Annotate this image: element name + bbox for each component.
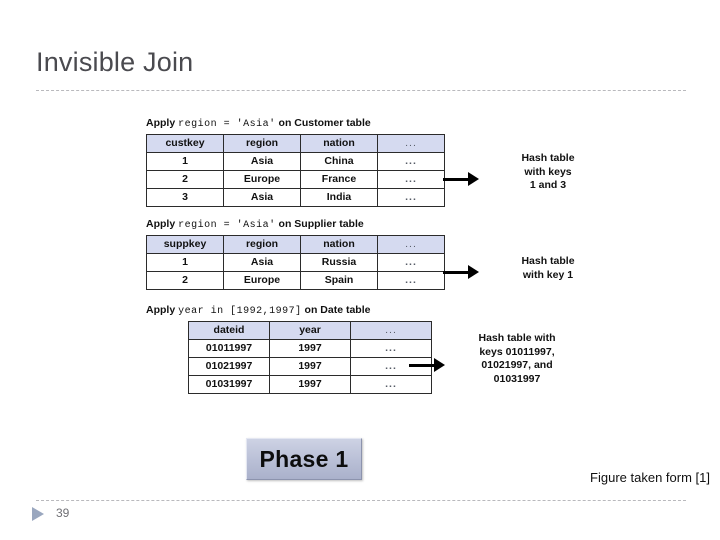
cell: 1997: [269, 375, 351, 394]
caption-prefix: Apply: [146, 304, 179, 316]
cell: 01031997: [188, 375, 270, 394]
caption-prefix: Apply: [146, 218, 179, 230]
customer-hash-arrow-icon: [443, 172, 479, 186]
footer-divider: [36, 500, 686, 501]
date-hash-annotation: Hash table with keys 01011997, 01021997,…: [478, 332, 556, 385]
table-row: 01011997 1997 ...: [188, 339, 432, 358]
column-header: ...: [377, 134, 445, 153]
customer-table-block: Apply region = 'Asia' on Customer table …: [146, 116, 445, 207]
page-title: Invisible Join: [36, 47, 194, 77]
cell: India: [300, 188, 378, 207]
customer-table: custkey region nation ... 1 Asia China .…: [146, 134, 445, 207]
table-row: 2 Europe Spain ...: [146, 271, 445, 290]
cell: ...: [377, 188, 445, 207]
phase-badge: Phase 1: [246, 438, 362, 480]
column-header: nation: [300, 235, 378, 254]
cell: Europe: [223, 271, 301, 290]
table-header-row: custkey region nation ...: [146, 134, 445, 153]
cell: 01011997: [188, 339, 270, 358]
cell: ...: [377, 253, 445, 272]
cell: Asia: [223, 188, 301, 207]
date-table-caption: Apply year in [1992,1997] on Date table: [146, 303, 432, 319]
table-row: 2 Europe France ...: [146, 170, 445, 189]
date-table: dateid year ... 01011997 1997 ... 010219…: [188, 321, 432, 394]
invisible-join-figure: Apply region = 'Asia' on Customer table …: [0, 110, 720, 420]
customer-table-caption: Apply region = 'Asia' on Customer table: [146, 116, 445, 132]
cell: France: [300, 170, 378, 189]
cell: 3: [146, 188, 224, 207]
table-header-row: dateid year ...: [188, 321, 432, 340]
column-header: ...: [377, 235, 445, 254]
cell: ...: [377, 271, 445, 290]
cell: 2: [146, 170, 224, 189]
cell: ...: [377, 152, 445, 171]
triangle-bullet-icon: [32, 507, 44, 521]
table-row: 01031997 1997 ...: [188, 375, 432, 394]
caption-predicate: year in [1992,1997]: [178, 306, 302, 317]
supplier-hash-annotation: Hash table with key 1: [521, 255, 575, 281]
supplier-table-block: Apply region = 'Asia' on Supplier table …: [146, 217, 445, 290]
column-header: custkey: [146, 134, 224, 153]
figure-source-note: Figure taken form [1]: [590, 470, 710, 485]
cell: Europe: [223, 170, 301, 189]
column-header: ...: [350, 321, 432, 340]
cell: Asia: [223, 253, 301, 272]
caption-predicate: region = 'Asia': [178, 119, 276, 130]
table-row: 01021997 1997 ...: [188, 357, 432, 376]
cell: 01021997: [188, 357, 270, 376]
cell: 1997: [269, 339, 351, 358]
cell: 1997: [269, 357, 351, 376]
cell: 2: [146, 271, 224, 290]
caption-suffix: on Customer table: [275, 117, 371, 129]
cell: ...: [350, 339, 432, 358]
cell: Spain: [300, 271, 378, 290]
slide-number: 39: [56, 506, 70, 520]
cell: ...: [377, 170, 445, 189]
column-header: dateid: [188, 321, 270, 340]
caption-prefix: Apply: [146, 117, 179, 129]
column-header: region: [223, 235, 301, 254]
column-header: year: [269, 321, 351, 340]
cell: Asia: [223, 152, 301, 171]
phase-label: Phase 1: [259, 445, 349, 472]
cell: Russia: [300, 253, 378, 272]
cell: ...: [350, 375, 432, 394]
title-divider: [36, 90, 686, 91]
supplier-hash-arrow-icon: [443, 265, 479, 279]
caption-suffix: on Date table: [301, 304, 371, 316]
cell: 1: [146, 152, 224, 171]
table-row: 1 Asia Russia ...: [146, 253, 445, 272]
table-row: 1 Asia China ...: [146, 152, 445, 171]
caption-suffix: on Supplier table: [275, 218, 364, 230]
cell: 1: [146, 253, 224, 272]
table-header-row: suppkey region nation ...: [146, 235, 445, 254]
date-hash-arrow-icon: [409, 358, 445, 372]
column-header: suppkey: [146, 235, 224, 254]
column-header: region: [223, 134, 301, 153]
supplier-table: suppkey region nation ... 1 Asia Russia …: [146, 235, 445, 290]
date-table-block: Apply year in [1992,1997] on Date table …: [146, 303, 432, 394]
table-row: 3 Asia India ...: [146, 188, 445, 207]
column-header: nation: [300, 134, 378, 153]
cell: China: [300, 152, 378, 171]
supplier-table-caption: Apply region = 'Asia' on Supplier table: [146, 217, 445, 233]
caption-predicate: region = 'Asia': [178, 220, 276, 231]
customer-hash-annotation: Hash table with keys 1 and 3: [521, 152, 575, 191]
